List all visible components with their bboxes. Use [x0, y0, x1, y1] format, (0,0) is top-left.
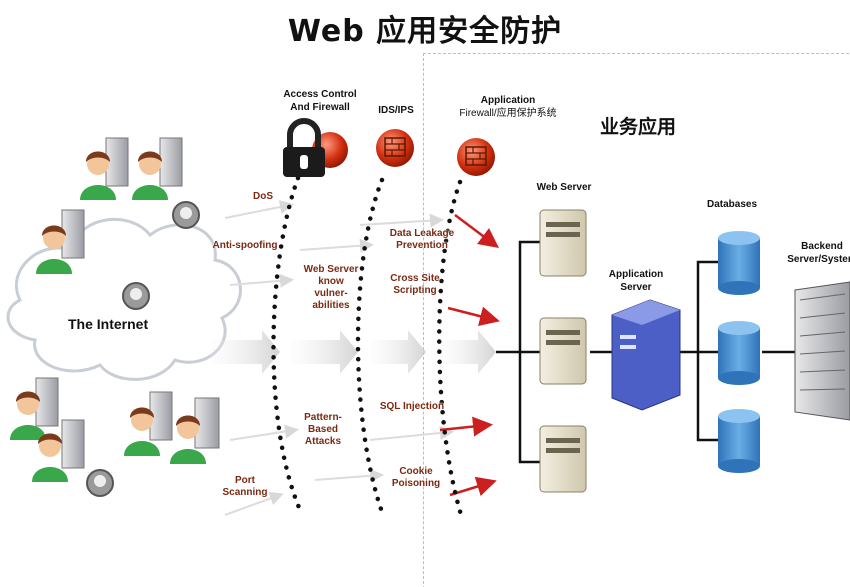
traffic-flow-arrows — [210, 330, 496, 374]
attacker-icons — [86, 201, 200, 497]
attack-anti-spoofing: Anti-spoofing — [212, 240, 278, 251]
attack-sql-injection: SQL Injection — [379, 401, 445, 412]
firewall-icon-ids — [376, 129, 414, 167]
database-3 — [718, 409, 760, 473]
web-server-label: Web Server — [536, 182, 592, 193]
lock-icon — [283, 118, 348, 177]
web-server-3 — [539, 425, 587, 493]
network-lines — [496, 240, 795, 464]
web-server-2 — [539, 317, 587, 385]
diagram-title: Web 应用安全防护 — [287, 14, 563, 49]
databases-label: Databases — [706, 199, 758, 210]
business-app-region — [423, 53, 850, 587]
attack-dos: DoS — [253, 191, 273, 202]
user-group-top — [36, 137, 183, 274]
attack-arrows-grey — [224, 200, 454, 516]
layer-ids-ips-label: IDS/IPS — [378, 105, 414, 116]
backend-server-rack — [794, 281, 850, 421]
database-2 — [718, 321, 760, 385]
attack-arrows-red — [439, 214, 500, 497]
database-1 — [718, 231, 760, 295]
user-group-bottom — [10, 377, 220, 482]
application-server — [611, 299, 681, 411]
internet-label: The Internet — [68, 316, 149, 332]
web-server-1 — [539, 209, 587, 277]
defense-layer-curves — [271, 175, 465, 521]
business-app-label: 业务应用 — [600, 116, 677, 138]
firewall-icon-waf — [457, 138, 495, 176]
